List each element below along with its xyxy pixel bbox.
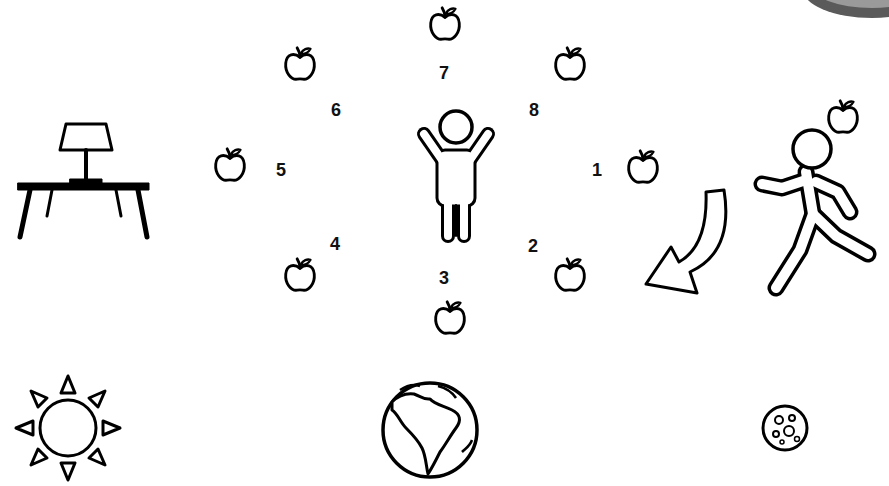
earth-symbol xyxy=(383,383,477,477)
callout-number: 7 xyxy=(439,64,449,82)
callout-number: 5 xyxy=(276,161,286,179)
callout-number: 8 xyxy=(529,101,539,119)
callout-number: 6 xyxy=(331,101,341,119)
running-person xyxy=(762,130,868,288)
callout-number: 1 xyxy=(592,161,602,179)
apples xyxy=(216,8,858,333)
lamp-table xyxy=(18,124,149,237)
sun-symbol xyxy=(16,376,120,480)
callout-number: 2 xyxy=(528,237,538,255)
standing-person xyxy=(424,111,488,236)
callout-number: 3 xyxy=(439,269,449,287)
curved-arrow xyxy=(646,190,726,293)
corner-shape xyxy=(802,0,889,18)
callout-number: 4 xyxy=(330,235,340,253)
moon-symbol xyxy=(763,406,807,450)
